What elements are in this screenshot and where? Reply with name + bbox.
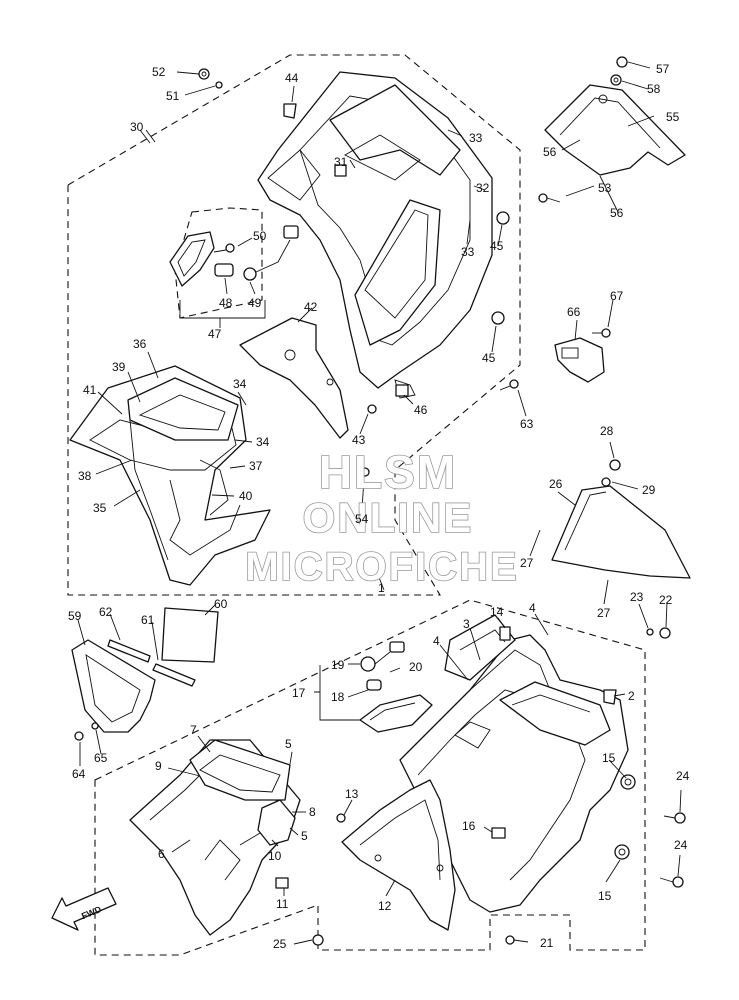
callout: 44 xyxy=(285,71,299,85)
callout: 64 xyxy=(72,767,86,781)
callout: 14 xyxy=(490,605,504,619)
callout: 43 xyxy=(352,433,366,447)
callout: 53 xyxy=(598,181,612,195)
callout: 3 xyxy=(463,617,470,631)
watermark: HLSM ONLINE MICROFICHE xyxy=(245,445,518,590)
callout: 34 xyxy=(256,435,270,449)
callout: 55 xyxy=(666,110,680,124)
callout: 42 xyxy=(304,300,318,314)
callout: 7 xyxy=(190,723,197,737)
callout: 36 xyxy=(133,337,147,351)
callout: 57 xyxy=(656,62,670,76)
callout: 27 xyxy=(520,556,534,570)
callout: 5 xyxy=(285,737,292,751)
callout: 11 xyxy=(276,897,289,911)
main-side-fairing xyxy=(399,634,629,913)
callout: 9 xyxy=(155,759,162,773)
callout: 33 xyxy=(469,131,483,145)
callout: 15 xyxy=(598,889,612,903)
lower-inner-panel-6 xyxy=(129,739,301,936)
callout: 41 xyxy=(83,383,97,397)
meter-cover-55 xyxy=(544,84,686,176)
callout: 56 xyxy=(610,206,624,220)
callout: 37 xyxy=(249,459,263,473)
callout: 45 xyxy=(482,351,496,365)
callout: 39 xyxy=(112,360,126,374)
callout: 52 xyxy=(152,65,166,79)
callout: 32 xyxy=(476,181,490,195)
callout: 58 xyxy=(647,82,661,96)
callout: 49 xyxy=(248,296,262,310)
callout: 27 xyxy=(597,606,611,620)
fwd-arrow-icon: FWD xyxy=(51,887,117,931)
callout: 45 xyxy=(490,239,504,253)
watermark-line3: MICROFICHE xyxy=(245,545,518,589)
callout: 4 xyxy=(529,601,536,615)
small-bracket-66 xyxy=(554,337,605,383)
callout: 62 xyxy=(99,605,113,619)
boundary-group-30 xyxy=(67,54,521,596)
callout: 40 xyxy=(239,489,253,503)
turn-signal-17 xyxy=(359,641,433,733)
side-inner-panel xyxy=(69,365,271,586)
center-bracket-42 xyxy=(239,317,349,439)
callout: 38 xyxy=(78,469,92,483)
callout: 24 xyxy=(676,769,690,783)
callout: 50 xyxy=(253,229,267,243)
watermark-line2: ONLINE xyxy=(303,494,474,541)
callout: 51 xyxy=(166,89,180,103)
callout: 29 xyxy=(642,483,656,497)
headlight-assembly xyxy=(169,225,299,287)
callout: 26 xyxy=(549,477,563,491)
callout: 22 xyxy=(659,593,673,607)
callout: 33 xyxy=(461,245,475,259)
callout: 28 xyxy=(600,424,614,438)
seal-strips xyxy=(107,607,219,687)
leader-lines xyxy=(77,61,682,945)
callout: 60 xyxy=(214,597,228,611)
callout: 16 xyxy=(462,819,476,833)
callout: 31 xyxy=(334,155,348,169)
callout: 48 xyxy=(219,296,233,310)
callout: 20 xyxy=(409,660,423,674)
callout: 46 xyxy=(414,403,428,417)
callout: 1 xyxy=(378,581,385,595)
callout: 30 xyxy=(130,120,144,134)
callout: 17 xyxy=(292,686,306,700)
callout: 5 xyxy=(301,829,308,843)
callout: 2 xyxy=(628,689,635,703)
callout: 56 xyxy=(543,145,557,159)
callout: 54 xyxy=(355,512,369,526)
callout: 6 xyxy=(158,847,165,861)
callout: 34 xyxy=(233,377,247,391)
callout: 4 xyxy=(433,634,440,648)
callout: 19 xyxy=(331,658,345,672)
callout: 66 xyxy=(567,305,581,319)
callout-numbers: 1 2 3 4 4 5 5 6 7 8 9 10 11 12 13 14 15 … xyxy=(68,62,690,951)
callout: 35 xyxy=(93,501,107,515)
callout: 12 xyxy=(378,899,392,913)
callout: 23 xyxy=(630,590,644,604)
watermark-line1: HLSM xyxy=(319,446,457,498)
callout: 59 xyxy=(68,609,82,623)
windshield-26 xyxy=(551,485,691,579)
callout: 18 xyxy=(331,690,345,704)
callout: 24 xyxy=(674,838,688,852)
callout: 21 xyxy=(540,936,554,950)
upper-inner-panel xyxy=(257,71,493,399)
callout: 65 xyxy=(94,751,108,765)
callout: 61 xyxy=(141,613,155,627)
callout: 47 xyxy=(208,327,222,341)
callout: 10 xyxy=(268,849,282,863)
fasteners xyxy=(74,56,686,946)
callout: 25 xyxy=(273,937,287,951)
callout: 67 xyxy=(610,289,624,303)
callout: 13 xyxy=(345,787,359,801)
callout: 8 xyxy=(309,805,316,819)
lower-under-cover-12 xyxy=(341,779,456,931)
callout: 63 xyxy=(520,417,534,431)
inner-cover-59 xyxy=(71,639,156,733)
callout: 15 xyxy=(602,751,616,765)
